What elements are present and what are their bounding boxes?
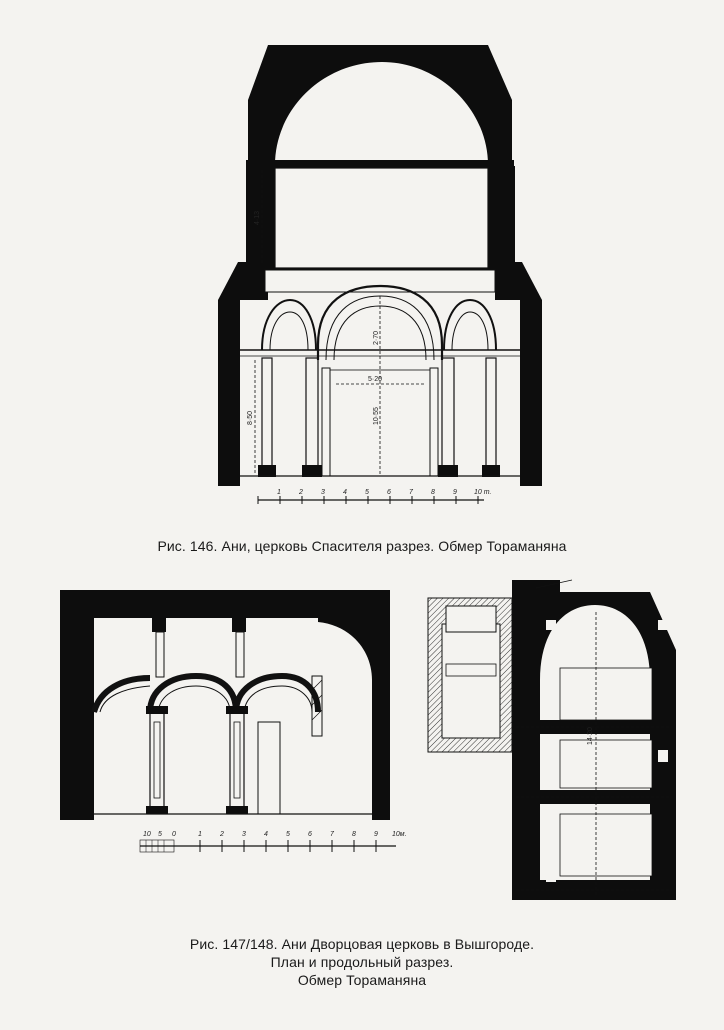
scale146-label-10: 10 m. [474,489,492,496]
scale146-label-8: 8 [431,489,435,496]
pendentive-zone [264,269,496,293]
caption-line-3: Обмер Тораманяна [297,972,427,988]
roof-left [218,262,268,300]
scale147-label-3: 3 [242,831,246,838]
figure-148-plan: 14·20 [427,579,676,900]
figure-146-caption: Рис. 146. Ани, церковь Спасителя разрез.… [157,538,567,554]
side-arch-right [443,298,497,351]
scale147-label-7: 7 [330,831,335,838]
side-arch-left [261,298,317,351]
plan-dim-14-20: 14·20 [587,727,594,745]
drum-wall-right [489,166,515,270]
scale146-label-4: 4 [343,489,347,496]
outer-wall-left [218,300,240,486]
scale147-label-4: 4 [264,831,268,838]
dim-10-55: 10·55 [373,407,380,425]
figure-147-148-caption: Рис. 147/148. Ани Дворцовая церковь в Вы… [0,935,724,989]
outer-wall-right [520,300,542,486]
figure-147-longitudinal-section [60,590,390,820]
scale146-label-2: 2 [298,489,303,496]
scale147-label-0: 0 [172,831,176,838]
scale146-label-5: 5 [365,489,369,496]
dim-2-70: 2·70 [373,331,380,345]
dim-5-20: 5·20 [368,376,382,383]
scale146-label-1: 1 [277,489,281,496]
dim-4-13: 4·13 [254,211,261,225]
scale147-label-10m: 10м. [392,831,407,838]
scale146-label-9: 9 [453,489,457,496]
scale147-label-5-left: 5 [158,831,162,838]
scale146-label-7: 7 [409,489,414,496]
scale147-label-5: 5 [286,831,290,838]
caption-line-1: Рис. 147/148. Ани Дворцовая церковь в Вы… [189,936,535,952]
drum-interior [274,167,489,269]
scale147-label-8: 8 [352,831,356,838]
dim-8-50: 8·50 [247,411,254,425]
scale146-label-3: 3 [321,489,325,496]
roof-right [495,262,542,300]
scale146-label-6: 6 [387,489,391,496]
figure-146-scale-bar: 1 2 3 4 5 6 7 8 9 10 m. [257,489,492,504]
scale147-label-2: 2 [219,831,224,838]
figure-147-scale-bar: 10 5 0 1 2 3 4 5 6 7 8 9 10м. [139,831,407,853]
central-arch [316,284,444,360]
scale147-label-9: 9 [374,831,378,838]
drum-cornice [246,160,514,166]
scale147-label-6: 6 [308,831,312,838]
scale147-label-1: 1 [198,831,202,838]
drum-wall-left [246,166,274,270]
scale147-label-10-left: 10 [143,831,151,838]
caption-line-2: План и продольный разрез. [270,954,454,970]
